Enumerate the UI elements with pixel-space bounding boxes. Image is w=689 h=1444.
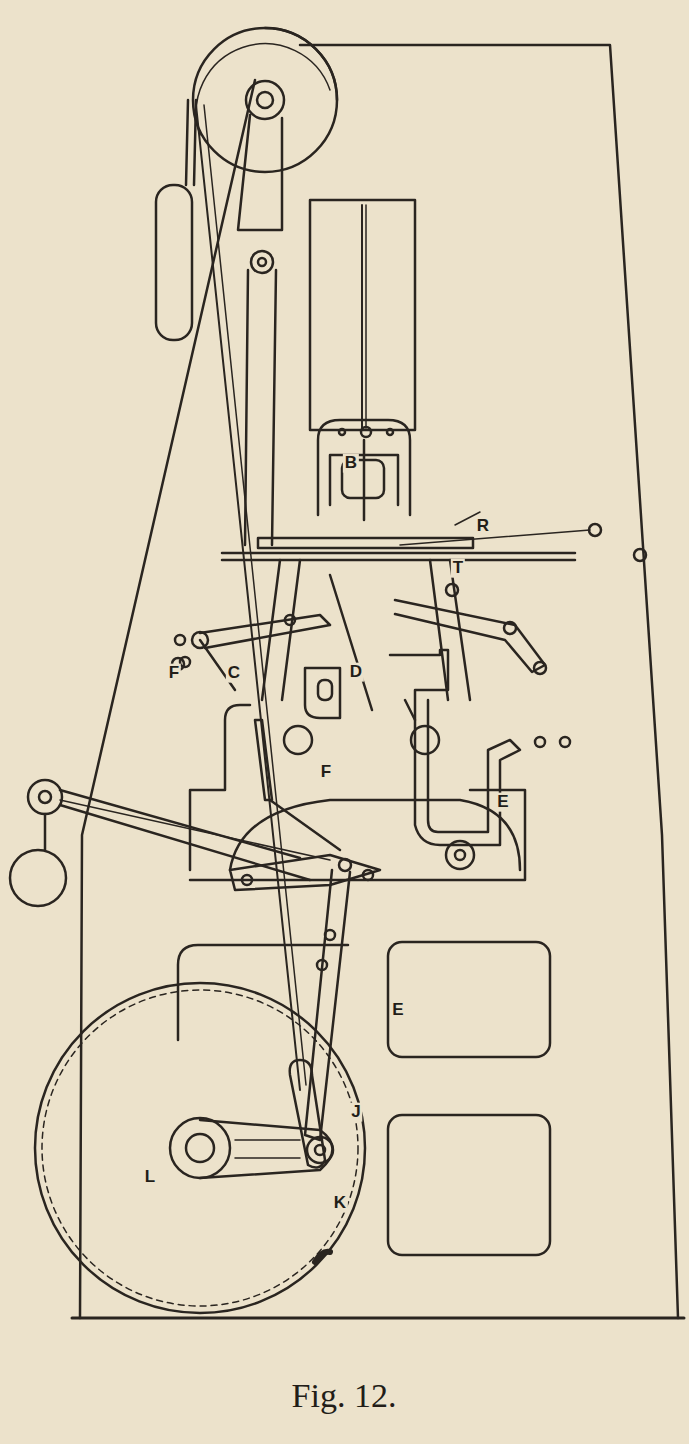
part-letter: F xyxy=(167,664,181,683)
part-letter: R xyxy=(475,517,491,536)
part-letter: E xyxy=(495,793,510,812)
part-letter: D xyxy=(348,663,364,682)
part-letter: L xyxy=(143,1168,157,1187)
part-letter: J xyxy=(349,1103,362,1122)
part-letter: B xyxy=(343,454,359,473)
figure-caption: Fig. 12. xyxy=(292,1377,397,1415)
part-letter: E xyxy=(390,1001,405,1020)
part-letter: T xyxy=(451,559,465,578)
part-letter: K xyxy=(332,1194,348,1213)
part-letter: C xyxy=(226,664,242,683)
part-letter: F xyxy=(319,763,333,782)
